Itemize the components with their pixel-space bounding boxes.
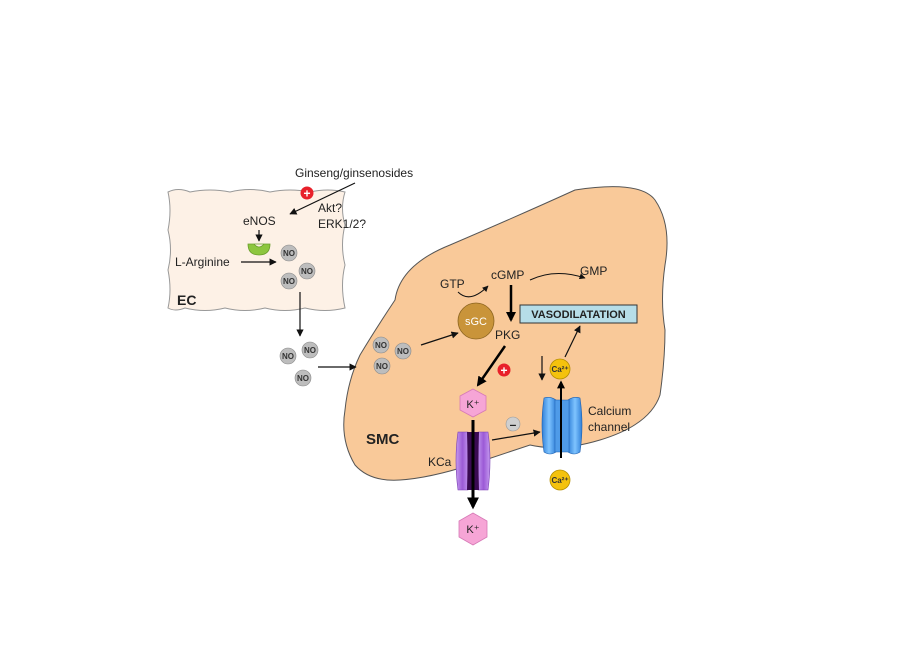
ec-label: EC (177, 292, 196, 308)
svg-text:NO: NO (397, 347, 409, 356)
l-arginine-label: L-Arginine (175, 255, 230, 269)
no-cluster-smc: NO NO NO (372, 336, 412, 375)
ca-ion-outside (549, 469, 571, 491)
svg-text:NO: NO (304, 346, 316, 355)
svg-text:NO: NO (297, 374, 309, 383)
arrow-pkg-to-kplus (476, 345, 507, 387)
plus-sign-pkg-icon (497, 363, 511, 377)
arrow-ginseng-to-enos (289, 182, 356, 215)
enos-enzyme-icon (247, 243, 271, 256)
svg-text:NO: NO (376, 362, 388, 371)
enos-label: eNOS (243, 214, 276, 228)
ginseng-label: Ginseng/ginsenosides (295, 166, 413, 180)
kplus-outside-label: K⁺ (466, 524, 479, 536)
kplus-hexagon-inside (459, 388, 487, 418)
no-cluster-extracellular: NO NO NO (279, 341, 319, 387)
calcium-channel-label-1: Calcium (588, 404, 631, 418)
kplus-hexagon-outside (458, 512, 488, 546)
erk-label: ERK1/2? (318, 217, 366, 231)
vasodilatation-label: VASODILATATION (531, 309, 626, 321)
pkg-label: PKG (495, 328, 520, 342)
no-cluster-ec: NO NO NO (280, 244, 316, 290)
calcium-channel (541, 397, 583, 455)
svg-text:NO: NO (282, 352, 294, 361)
arrow-ca-to-vasodilatation (564, 325, 581, 358)
calcium-channel-label-2: channel (588, 420, 630, 434)
vasodilatation-box (519, 304, 638, 324)
ca-outside-label: Ca²⁺ (551, 476, 568, 485)
plus-sign-ec: + (303, 187, 310, 201)
kplus-inside-label: K⁺ (466, 399, 479, 411)
minus-sign-icon (505, 416, 521, 432)
gmp-label: GMP (580, 264, 607, 278)
smc-label: SMC (366, 431, 400, 448)
ca-ion-inside (549, 358, 571, 380)
arrow-kca-to-calcium-channel (491, 429, 541, 441)
plus-sign-icon (300, 186, 314, 200)
ca-inside-label: Ca²⁺ (551, 365, 568, 374)
akt-label: Akt? (318, 201, 342, 215)
plus-sign-smc: + (500, 364, 507, 378)
arrow-cgmp-to-gmp (529, 273, 586, 281)
arrow-no-to-sgc (420, 331, 459, 346)
smooth-muscle-cell (343, 186, 668, 481)
kca-channel (455, 431, 491, 491)
cgmp-label: cGMP (491, 268, 524, 282)
sgc-enzyme (457, 302, 495, 340)
minus-sign: – (510, 418, 517, 432)
svg-text:NO: NO (301, 267, 313, 276)
gtp-label: GTP (440, 277, 465, 291)
svg-text:NO: NO (375, 341, 387, 350)
sgc-label: sGC (465, 316, 487, 328)
kca-label: KCa (428, 455, 452, 469)
svg-text:NO: NO (283, 277, 295, 286)
svg-text:NO: NO (283, 249, 295, 258)
arrow-gtp-to-cgmp (457, 285, 489, 298)
